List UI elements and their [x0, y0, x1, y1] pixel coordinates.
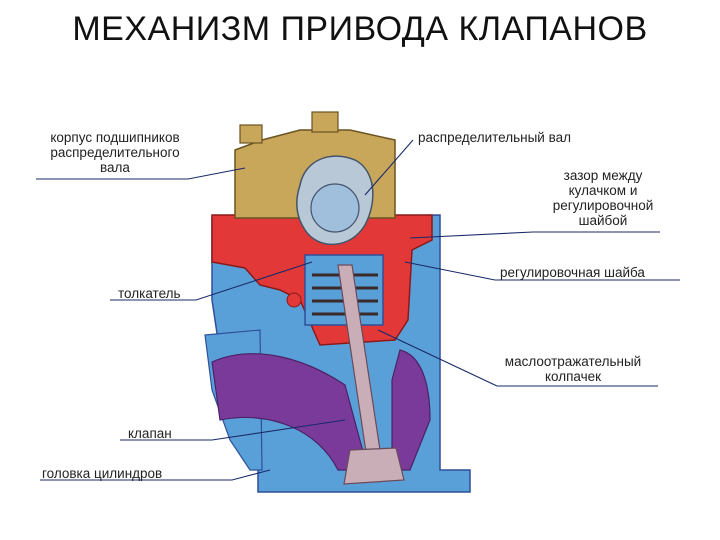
leader-lines — [36, 139, 680, 481]
valve-head — [343, 447, 405, 485]
label-clearance: зазор между кулачком и регулировочной ша… — [552, 168, 654, 228]
exhaust-port — [391, 349, 431, 471]
label-oil-cap: маслоотражательный колпачек — [504, 354, 642, 384]
label-cylinder-head: головка цилиндров — [42, 466, 163, 481]
label-camshaft: распределительный вал — [418, 130, 572, 145]
page-title: МЕХАНИЗМ ПРИВОДА КЛАПАНОВ — [72, 10, 648, 48]
bolt-right — [311, 111, 339, 133]
label-bearing-housing: корпус подшипников распределительного ва… — [50, 130, 180, 175]
oil-hole — [286, 292, 302, 308]
label-valve: клапан — [128, 426, 172, 441]
camshaft-core — [310, 183, 360, 233]
bolt-left — [239, 124, 263, 144]
label-adjusting-shim: регулировочная шайба — [500, 265, 645, 280]
label-tappet: толкатель — [118, 286, 181, 301]
